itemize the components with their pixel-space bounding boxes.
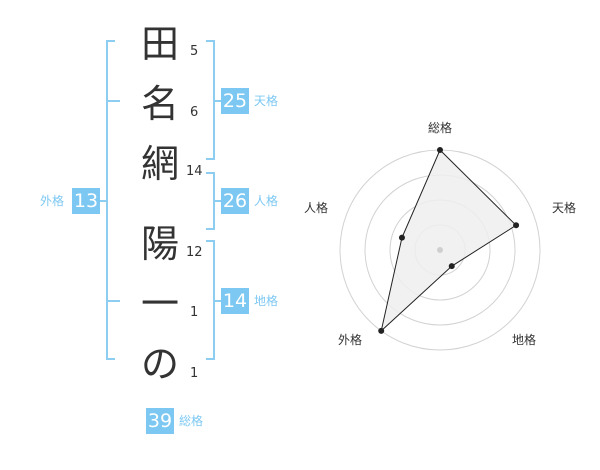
radar-axis-label-1: 総格 bbox=[428, 121, 453, 135]
name-char-1: 田 bbox=[140, 22, 179, 66]
name-char-2: 名 bbox=[140, 82, 179, 126]
stroke-count-5: 1 bbox=[190, 305, 199, 320]
chikaku-connector bbox=[214, 300, 221, 302]
stroke-count-3: 14 bbox=[186, 164, 203, 179]
name-char-6: の bbox=[140, 342, 179, 386]
gaikaku-bracket bbox=[106, 40, 115, 360]
radar-point-2 bbox=[513, 222, 520, 229]
gaikaku-tick-1 bbox=[106, 100, 120, 102]
name-char-4: 陽 bbox=[140, 222, 179, 266]
soukaku-label: 総格 bbox=[179, 414, 204, 428]
radar-axis-label-4: 外格 bbox=[338, 333, 363, 347]
radar-point-5 bbox=[398, 234, 405, 241]
soukaku-value-badge: 39 bbox=[146, 408, 174, 434]
radar-axis-label-2: 天格 bbox=[552, 201, 577, 215]
jinkaku-value-badge: 26 bbox=[221, 188, 249, 214]
name-char-3: 網 bbox=[140, 142, 179, 186]
tenkaku-value-badge: 25 bbox=[221, 88, 249, 114]
stroke-count-6: 1 bbox=[190, 366, 199, 381]
gaikaku-tick-2 bbox=[106, 300, 120, 302]
radar-series-polygon bbox=[380, 149, 517, 333]
jinkaku-label: 人格 bbox=[254, 194, 279, 208]
gaikaku-label: 外格 bbox=[40, 194, 65, 208]
radar-point-4 bbox=[378, 327, 385, 334]
stroke-count-4: 12 bbox=[186, 245, 203, 260]
chikaku-label: 地格 bbox=[254, 294, 279, 308]
gaikaku-value-badge: 13 bbox=[72, 188, 100, 214]
stroke-count-1: 5 bbox=[190, 44, 199, 59]
radar-point-1 bbox=[437, 147, 443, 153]
radar-axis-label-3: 地格 bbox=[512, 333, 537, 347]
radar-point-3 bbox=[448, 263, 455, 270]
radar-axis-label-5: 人格 bbox=[304, 201, 329, 215]
radar-center-dot bbox=[437, 247, 443, 253]
chikaku-value-badge: 14 bbox=[221, 288, 249, 314]
jinkaku-connector bbox=[214, 200, 221, 202]
name-char-5: 一 bbox=[140, 282, 179, 326]
tenkaku-label: 天格 bbox=[254, 94, 279, 108]
tenkaku-connector bbox=[214, 100, 221, 102]
stroke-count-2: 6 bbox=[190, 105, 199, 120]
gaikaku-connector bbox=[99, 200, 107, 202]
